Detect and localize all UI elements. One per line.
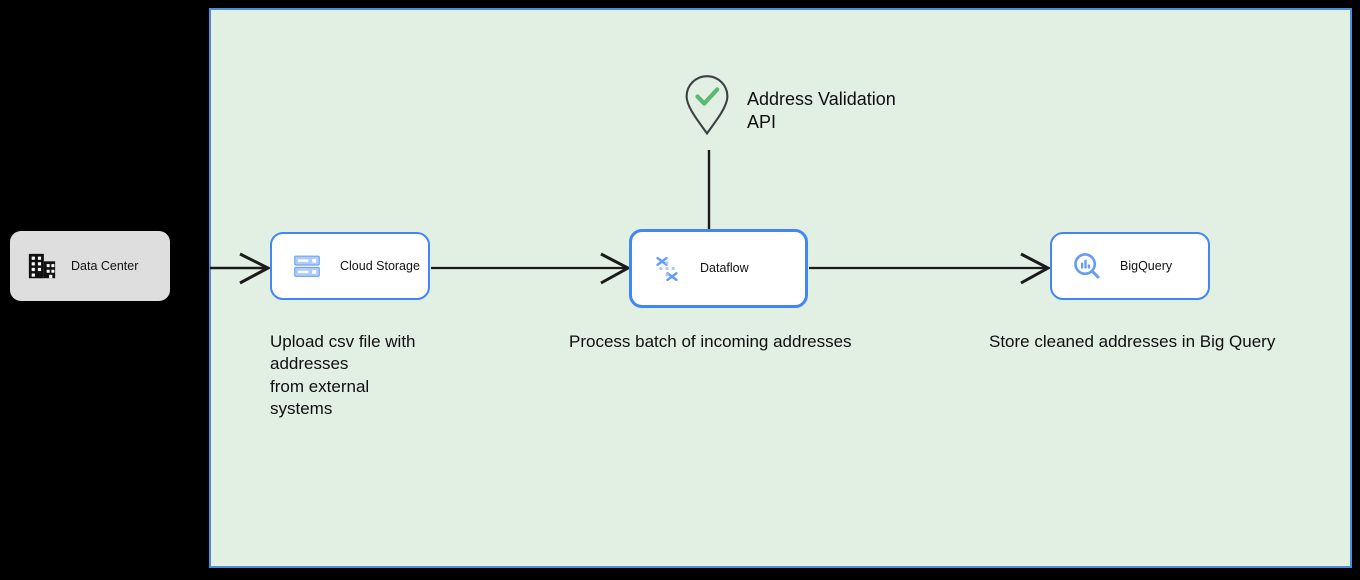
office-building-icon bbox=[28, 253, 56, 279]
dataflow-icon bbox=[656, 256, 678, 281]
bigquery-icon bbox=[1074, 253, 1100, 279]
data-center-label: Data Center bbox=[71, 258, 139, 273]
bigquery-label: BigQuery bbox=[1120, 258, 1173, 273]
node-address-validation-api[interactable]: Address Validation API bbox=[684, 74, 944, 150]
cloud-storage-icon bbox=[294, 255, 320, 277]
node-dataflow[interactable]: Dataflow bbox=[629, 229, 808, 308]
caption-bigquery: Store cleaned addresses in Big Query bbox=[989, 332, 1276, 351]
cloud-storage-label: Cloud Storage bbox=[340, 258, 420, 273]
node-cloud-storage[interactable]: Cloud Storage bbox=[270, 232, 430, 300]
map-pin-check-icon bbox=[685, 75, 729, 136]
dataflow-label: Dataflow bbox=[700, 261, 749, 275]
node-data-center[interactable]: Data Center bbox=[10, 231, 170, 301]
caption-dataflow: Process batch of incoming addresses bbox=[569, 332, 852, 351]
address-validation-api-label: Address Validation API bbox=[747, 89, 896, 133]
node-bigquery[interactable]: BigQuery bbox=[1050, 232, 1210, 300]
caption-cloud-storage: Upload csv file with addresses from exte… bbox=[270, 332, 416, 419]
